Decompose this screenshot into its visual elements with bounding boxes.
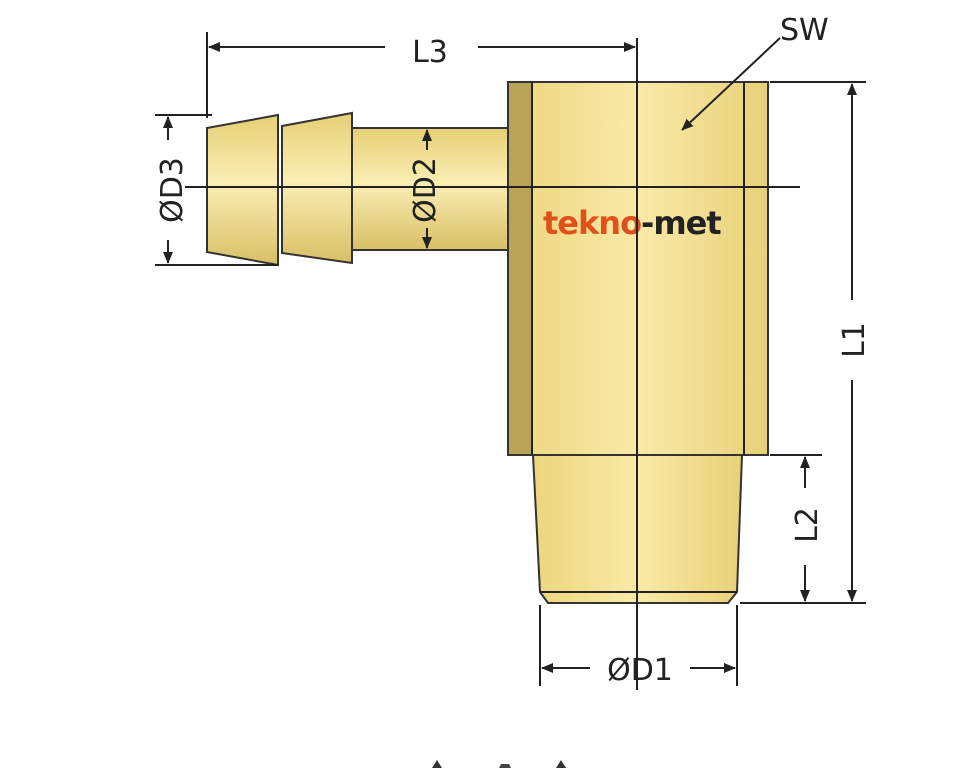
- l1-label: L1: [837, 322, 872, 358]
- d3-label: ØD3: [155, 157, 190, 223]
- hex-body-shade: [507, 81, 533, 456]
- logo: tekno-met: [543, 204, 721, 242]
- bottom-mark: [432, 760, 442, 768]
- sw-label: SW: [780, 13, 829, 48]
- d1-label: ØD1: [607, 653, 673, 688]
- l3-label: L3: [412, 35, 448, 70]
- hose-barb-outer: [206, 113, 279, 267]
- bottom-mark: [499, 764, 511, 768]
- bottom-mark: [556, 760, 566, 768]
- hose-tube: [351, 127, 509, 251]
- l2-label: L2: [790, 507, 825, 543]
- sw-leader: [681, 37, 781, 131]
- d2-label: ØD2: [408, 157, 443, 223]
